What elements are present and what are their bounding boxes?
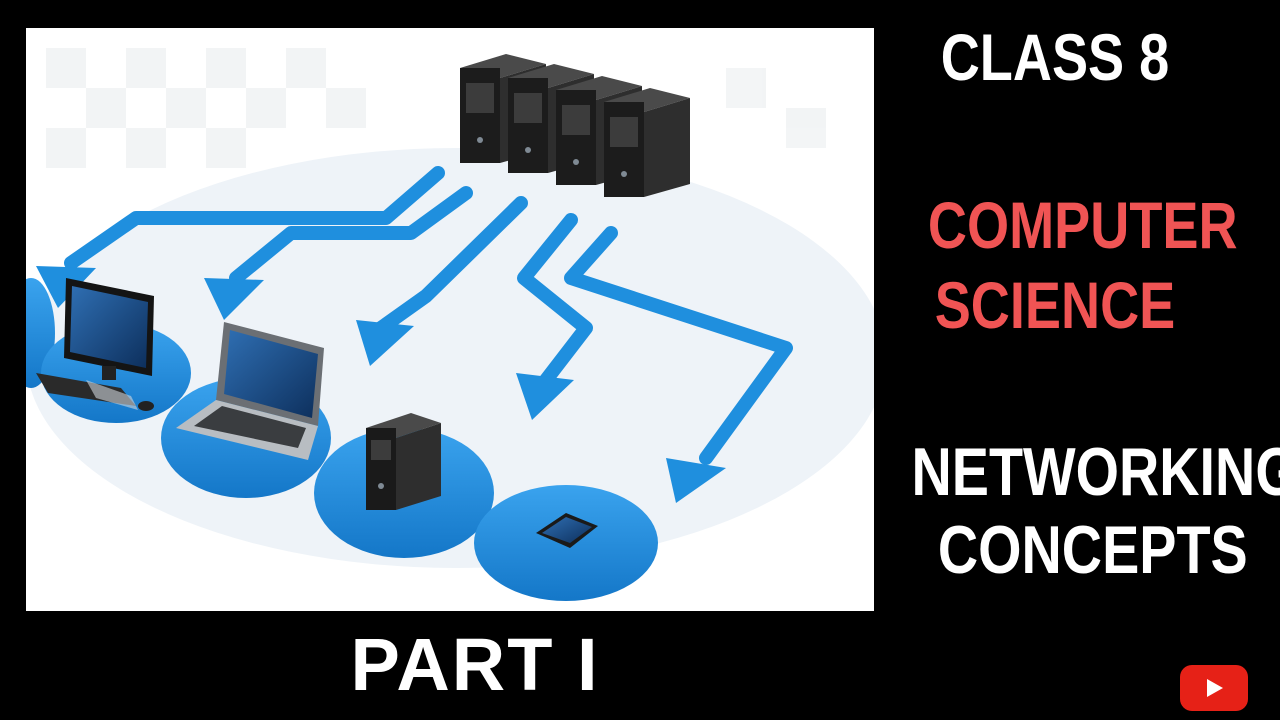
topic-title-line2: CONCEPTS — [937, 512, 1248, 588]
subject-title-line1: COMPUTER — [927, 188, 1238, 262]
tower-pc-icon — [366, 413, 441, 510]
server-rack-icon — [460, 54, 690, 197]
connection-arrows — [64, 166, 793, 465]
tablet-icon — [536, 513, 598, 548]
subject-title-line2: SCIENCE — [934, 268, 1176, 342]
class-label: CLASS 8 — [940, 20, 1170, 94]
youtube-play-icon — [1207, 679, 1223, 697]
network-diagram-graphic — [26, 48, 874, 601]
laptop-icon — [176, 322, 324, 460]
network-illustration — [26, 28, 874, 611]
desktop-computer-icon — [36, 278, 154, 411]
youtube-play-button[interactable] — [1180, 665, 1248, 711]
part-label: PART I — [350, 623, 600, 706]
topic-title-line1: NETWORKING — [911, 434, 1280, 510]
